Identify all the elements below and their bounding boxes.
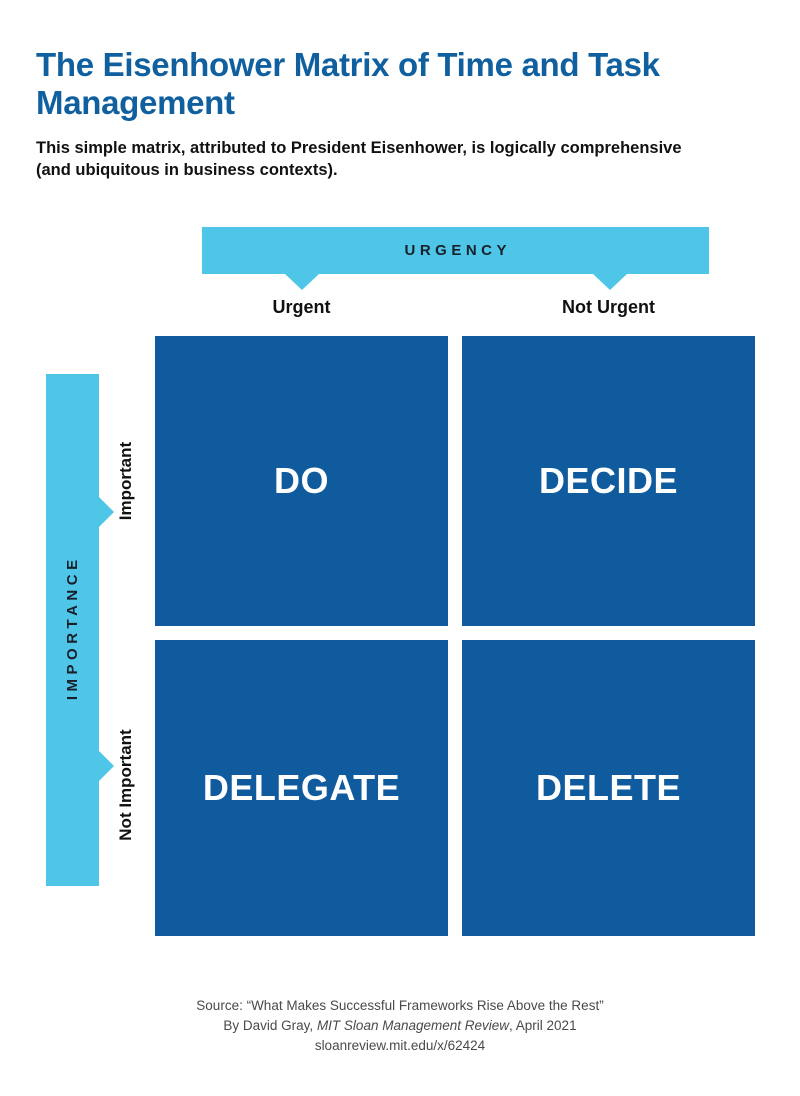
importance-arrow-important-icon — [99, 497, 114, 527]
source-author-prefix: By David Gray, — [223, 1018, 317, 1033]
importance-axis-label: IMPORTANCE — [64, 555, 81, 701]
quadrant-label-delete: DELETE — [535, 767, 681, 808]
row-header-important: Important — [116, 441, 135, 521]
source-line-author: By David Gray, MIT Sloan Management Revi… — [0, 1016, 800, 1036]
source-link[interactable]: sloanreview.mit.edu/x/62424 — [314, 1038, 486, 1053]
importance-arrow-not-important-icon — [99, 751, 114, 781]
eisenhower-matrix-grid: DO DECIDE DELEGATE DELETE — [155, 336, 755, 936]
row-header-not-important: Not Important — [116, 729, 135, 841]
source-note: Source: “What Makes Successful Framework… — [0, 996, 800, 1056]
quadrant-label-decide: DECIDE — [538, 460, 679, 501]
page-subtitle: This simple matrix, attributed to Presid… — [36, 138, 682, 179]
page-title: The Eisenhower Matrix of Time and Task M… — [36, 46, 660, 122]
column-header-urgent: Urgent — [272, 297, 331, 317]
quadrant-label-delegate: DELEGATE — [202, 767, 401, 808]
quadrant-decide[interactable]: DECIDE — [462, 336, 755, 626]
quadrant-do[interactable]: DO — [155, 336, 448, 626]
quadrant-delete[interactable]: DELETE — [462, 640, 755, 936]
urgency-arrow-not-urgent-icon — [593, 274, 627, 290]
quadrant-label-do: DO — [274, 460, 329, 501]
urgency-axis: URGENCY — [202, 227, 709, 290]
source-author-suffix: , April 2021 — [509, 1018, 577, 1033]
urgency-axis-bar — [202, 227, 709, 274]
column-header-not-urgent: Not Urgent — [562, 297, 655, 317]
urgency-axis-label: URGENCY — [404, 242, 511, 259]
urgency-arrow-urgent-icon — [285, 274, 319, 290]
importance-axis-bar — [46, 374, 99, 886]
source-publication: MIT Sloan Management Review — [316, 1018, 510, 1033]
importance-axis: IMPORTANCE — [46, 374, 99, 886]
source-line-title: Source: “What Makes Successful Framework… — [196, 998, 604, 1013]
quadrant-delegate[interactable]: DELEGATE — [155, 640, 448, 936]
